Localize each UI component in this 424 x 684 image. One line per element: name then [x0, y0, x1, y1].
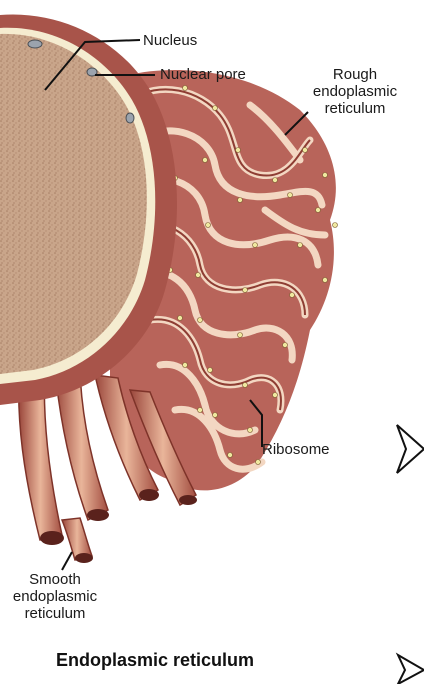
label-rough-er-line1: Rough — [290, 66, 420, 83]
label-smooth-er: Smooth endoplasmic reticulum — [0, 571, 110, 622]
label-smooth-er-line3: reticulum — [0, 605, 110, 622]
label-ribosome: Ribosome — [262, 441, 330, 458]
label-rough-er-line2: endoplasmic — [290, 83, 420, 100]
arrow-bullet-icon — [397, 425, 424, 473]
label-rough-er: Rough endoplasmic reticulum — [290, 66, 420, 117]
label-nucleus: Nucleus — [143, 32, 197, 49]
label-smooth-er-line1: Smooth — [0, 571, 110, 588]
label-nuclear-pore: Nuclear pore — [160, 66, 246, 83]
figure-title: Endoplasmic reticulum — [0, 650, 310, 671]
arrow-bullet-icon — [398, 655, 424, 684]
label-smooth-er-line2: endoplasmic — [0, 588, 110, 605]
label-rough-er-line3: reticulum — [290, 100, 420, 117]
